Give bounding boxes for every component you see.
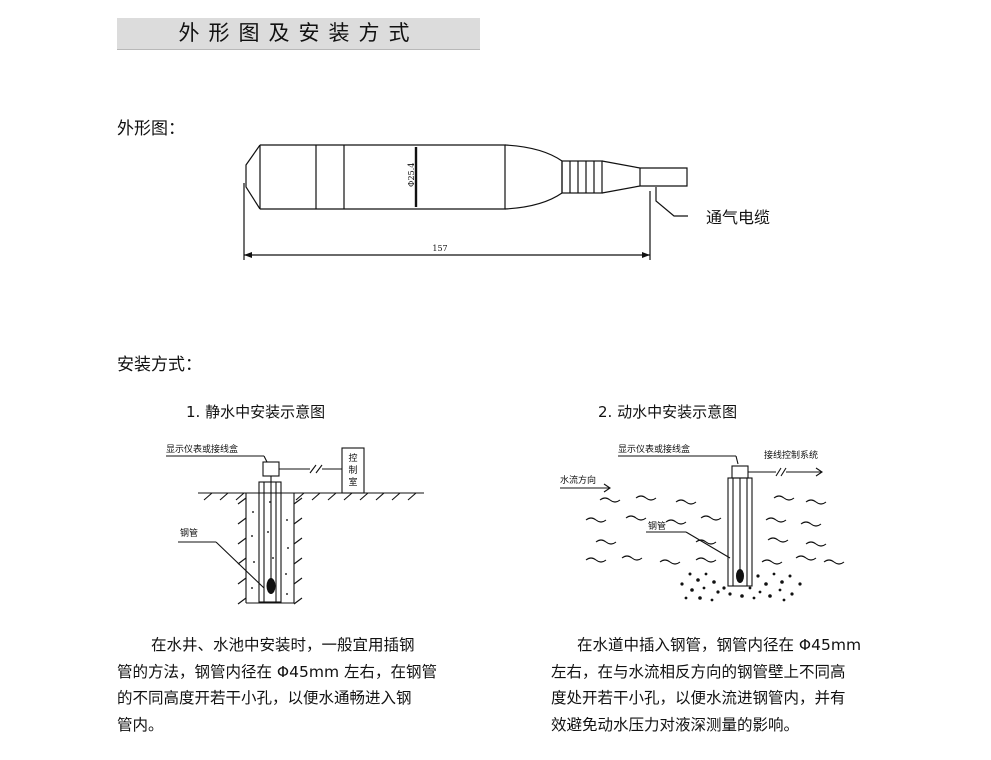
control-room-char-2: 制: [348, 464, 357, 476]
dynamic-description-line-3: 度处开若干小孔，以便水流进钢管内，并有: [551, 689, 846, 707]
dynamic-caption: 2. 动水中安装示意图: [598, 403, 738, 421]
static-pipe-label: 钢管: [180, 527, 198, 539]
dynamic-description-line-4: 效避免动水压力对液深测量的影响。: [551, 715, 800, 734]
static-install-diagram: 显示仪表或接线盒 控 制 室 钢管: [166, 443, 424, 605]
outline-heading: 外形图：: [117, 119, 185, 139]
cable-label: 通气电缆: [706, 208, 771, 227]
flow-label: 水流方向: [560, 474, 596, 486]
dynamic-description-line-2: 左右，在与水流相反方向的钢管壁上不同高: [551, 662, 846, 681]
dynamic-install-diagram: 显示仪表或接线盒 接线控制系统 水流方向 钢管: [560, 443, 845, 602]
length-dimension: 157: [432, 244, 447, 253]
static-description: 在水井、水池中安装时，一般宜用插钢 管的方法，钢管内径在 Φ45mm 左右，在钢…: [117, 632, 447, 738]
dynamic-description: 在水道中插入钢管，钢管内径在 Φ45mm 左右，在与水流相反方向的钢管壁上不同高…: [551, 632, 881, 738]
diameter-dimension: Φ25.4: [407, 163, 416, 187]
static-description-line-3: 的不同高度开若干小孔，以便水通畅进入钢: [117, 689, 412, 707]
page-title: 外形图及安装方式: [117, 18, 480, 50]
static-description-line-4: 管内。: [117, 715, 164, 734]
control-room-char-3: 室: [348, 476, 357, 488]
static-description-line-1: 在水井、水池中安装时，一般宜用插钢: [151, 636, 415, 654]
sensor-outline-drawing: Φ25.4 157: [243, 144, 688, 260]
static-description-line-2: 管的方法，钢管内径在 Φ45mm 左右，在钢管: [117, 662, 437, 681]
system-label: 接线控制系统: [764, 449, 818, 461]
control-room-char-1: 控: [348, 452, 357, 464]
installation-heading: 安装方式：: [117, 355, 202, 375]
dynamic-description-line-1: 在水道中插入钢管，钢管内径在 Φ45mm: [577, 636, 862, 654]
dynamic-display-label: 显示仪表或接线盒: [618, 443, 690, 455]
dynamic-pipe-label: 钢管: [648, 520, 666, 532]
static-display-label: 显示仪表或接线盒: [166, 443, 238, 455]
static-caption: 1. 静水中安装示意图: [186, 403, 326, 421]
